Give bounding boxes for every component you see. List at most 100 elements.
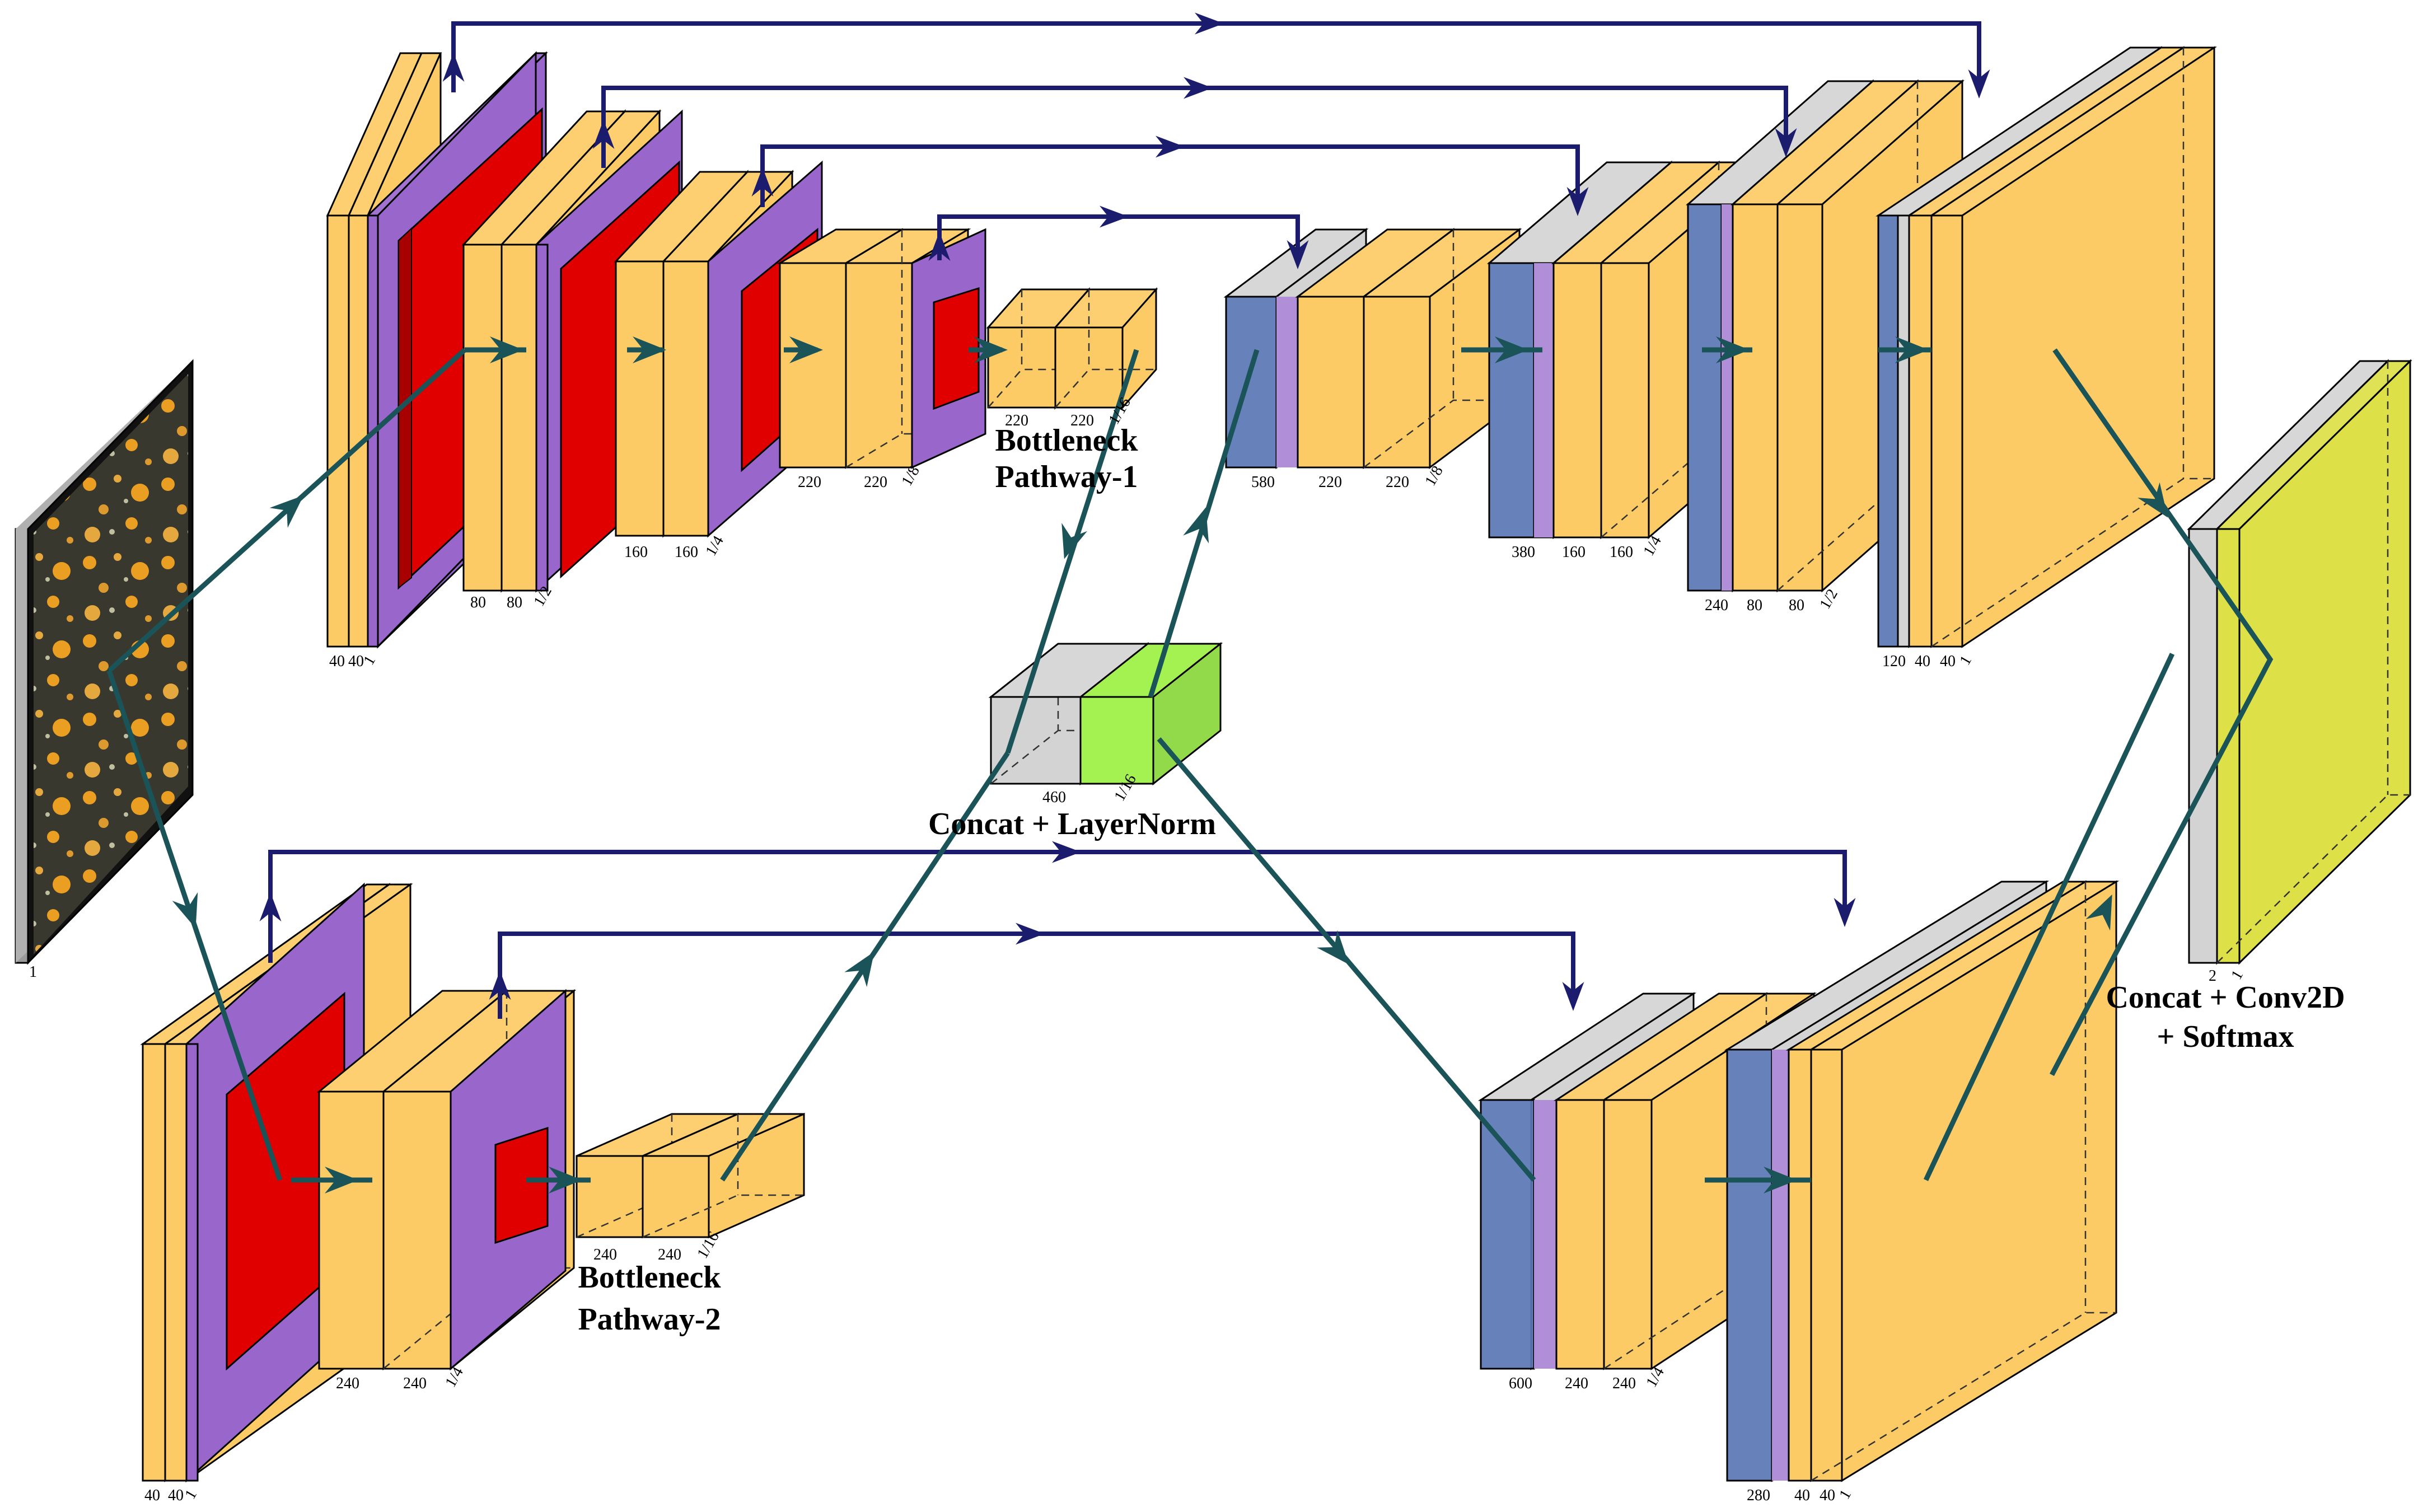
input-image: 1	[15, 359, 194, 981]
p1-d4-b-hidden-bottom	[1363, 399, 1519, 468]
p1-e4-label-1: 220	[864, 474, 887, 491]
flow-b1-concat	[1005, 349, 1139, 754]
skip-p1-l3-arrow-1	[1156, 135, 1185, 158]
skip-p1-l4	[937, 214, 1300, 262]
p2-e2-label-0: 240	[336, 1375, 359, 1392]
center-size-label-0: 460	[1042, 789, 1066, 806]
p2-d2-a-front	[1555, 1099, 1605, 1370]
p1-d2-label-0: 240	[1705, 597, 1728, 614]
skip-p1-l2-arrow-0	[592, 120, 615, 149]
p1-e2-label-1: 80	[507, 594, 522, 611]
p1-e3-a-front	[615, 260, 665, 537]
p2-e2-pool-inner	[494, 1126, 549, 1244]
output-title-2: + Softmax	[2157, 1019, 2294, 1054]
skip-p2-l2-arrow-2	[1562, 982, 1584, 1011]
p1-e2-b-front	[501, 244, 537, 592]
p1-e4-a-front	[779, 262, 847, 469]
p2-d2-purple	[1534, 1100, 1556, 1369]
p1-d1-label-2: 40	[1940, 653, 1956, 670]
p1-e2-pool-front	[535, 244, 549, 592]
p1-d3-a-front	[1552, 262, 1602, 539]
p1-e3-label-1: 160	[675, 544, 698, 561]
p1-d1-b	[1929, 46, 2217, 648]
p2-d1-a-front	[1788, 1048, 1812, 1482]
p2-d1-label-0: 280	[1747, 1487, 1770, 1504]
p1-e1-b-front	[348, 214, 369, 648]
p1-d4-unpool	[1225, 296, 1278, 469]
p1-bottleneck-title-2: Pathway-1	[995, 460, 1138, 494]
p1-e2-label-0: 80	[470, 594, 486, 611]
p1-d4-a-front	[1297, 296, 1365, 469]
skip-p2-l1-arrow-2	[1834, 898, 1856, 927]
p1-bottleneck-label-0: 220	[1005, 412, 1028, 429]
p1-e3-b-front	[662, 260, 709, 537]
flow-b2-concat-arrow-0	[844, 952, 874, 987]
skip-p1-l2-arrow-1	[1184, 77, 1213, 99]
p2-e1-pool-front	[185, 1043, 199, 1482]
p1-d1-label-1: 40	[1915, 653, 1930, 670]
p1-d1-a-front	[1908, 214, 1933, 648]
flow-p1-output-arrow-0	[2138, 482, 2168, 518]
p1-e1-pool-inner-side	[398, 227, 412, 589]
p2-d1-b	[1808, 880, 2120, 1482]
skip-p1-l4-arrow-0	[928, 232, 951, 261]
p1-d3-unpool	[1488, 262, 1535, 539]
flow-concat-p1-arrow-0	[1183, 507, 1209, 544]
output-softmax	[2215, 359, 2412, 965]
p2-d1-label-2: 40	[1820, 1487, 1835, 1504]
p2-d1-unpool	[1726, 1048, 1773, 1482]
p2-d2-label-1: 240	[1565, 1375, 1588, 1392]
skip-p1-l1-arrow-0	[442, 53, 465, 82]
flow-input-p2-arrow-0	[172, 892, 198, 929]
skip-p2-l1-arrow-0	[259, 892, 282, 921]
flow-p2-output-arrow-0	[2085, 894, 2112, 931]
p2-bottleneck-b-hidden-bottom	[642, 1194, 804, 1238]
p2-d1-b-front	[1810, 1048, 1843, 1482]
p2-bottleneck-b	[642, 1112, 805, 1239]
p1-e1-a-front	[326, 214, 350, 648]
flow-p2-e1e2-arrow-0	[325, 1167, 358, 1193]
output-softmax-side	[2238, 359, 2411, 965]
p1-d4-label-1: 220	[1318, 474, 1342, 491]
output-title-1: Concat + Conv2D	[2106, 980, 2345, 1015]
p1-d1-unpool	[1877, 214, 1899, 648]
p1-e3-label-0: 160	[624, 544, 648, 561]
p1-d2-a-front	[1732, 203, 1779, 592]
p1-bottleneck-label-1: 220	[1070, 412, 1094, 429]
flow-b1-concat-arrow-0	[1061, 523, 1087, 559]
flow-p2-e2b-arrow-0	[549, 1167, 582, 1193]
p1-d3-label-0: 380	[1512, 544, 1535, 561]
p2-bottleneck-title-1: Bottleneck	[578, 1260, 721, 1295]
skip-p2-l2-arrow-0	[489, 971, 511, 1000]
p2-e2-label-1: 240	[403, 1375, 427, 1392]
p2-d1-label-3: 1	[1836, 1487, 1855, 1502]
p1-d2-label-1: 80	[1747, 597, 1762, 614]
flow-p2-d2d1-arrow-0	[1764, 1167, 1797, 1193]
flow-concat-p2-arrow-0	[1317, 930, 1349, 965]
p2-e1-label-1: 40	[168, 1487, 184, 1504]
p2-e1-b-front	[164, 1043, 188, 1482]
flow-input-p1-arrow-0	[269, 495, 304, 528]
p1-e2-a-front	[462, 244, 503, 592]
p1-d4-label-2: 220	[1386, 474, 1409, 491]
skip-p2-l2	[498, 931, 1575, 1019]
p1-d3-b-front	[1600, 262, 1650, 539]
skip-p2-l1	[268, 850, 1847, 963]
flow-p1-e2e3-arrow-0	[633, 336, 666, 363]
skip-p2-l1-arrow-1	[1052, 841, 1081, 863]
p1-e3-label-2: 1/4	[702, 533, 727, 559]
p2-d1-purple	[1772, 1050, 1789, 1481]
skip-p1-l4-arrow-1	[1100, 205, 1129, 228]
p1-bottleneck-b	[1053, 287, 1158, 410]
p1-bottleneck-title-1: Bottleneck	[995, 423, 1138, 458]
p1-d1-label-3: 1	[1956, 653, 1975, 668]
flow-p1-e3e4-arrow-0	[789, 336, 823, 363]
skip-p1-l1	[451, 21, 1981, 92]
flow-p1-output	[2050, 348, 2274, 1076]
center-concat-front	[990, 696, 1082, 785]
skip-p2-l2-arrow-1	[1016, 923, 1045, 945]
p1-d4-purple	[1276, 297, 1298, 467]
p2-bottleneck-label-1: 240	[658, 1246, 681, 1263]
p1-d3-label-1: 160	[1562, 544, 1586, 561]
